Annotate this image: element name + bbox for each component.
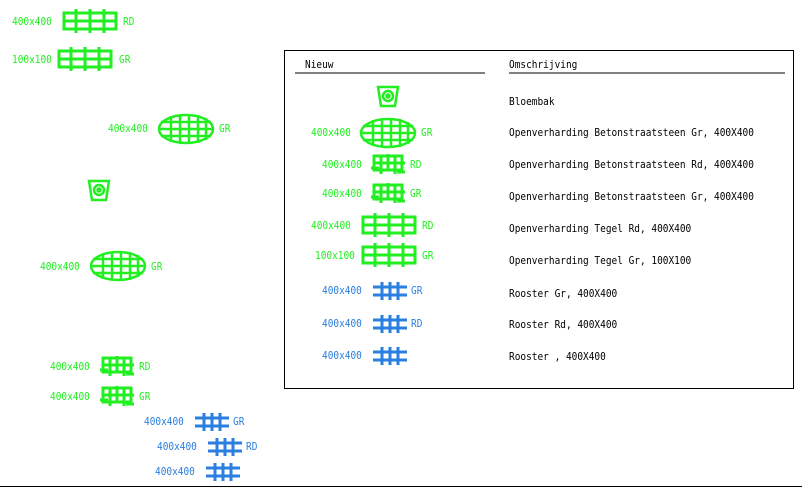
legend-table <box>284 50 794 389</box>
legend-header-description: Omschrijving <box>509 58 578 71</box>
code-label: RD <box>246 440 258 453</box>
legend-description: Openverharding Tegel Gr, 100X100 <box>509 254 692 267</box>
code-label: RD <box>422 219 434 232</box>
betonstraatsteen-rd-icon <box>371 183 405 203</box>
rooster-icon <box>373 347 407 365</box>
legend-description: Rooster Gr, 400X400 <box>509 287 618 300</box>
betonstraatsteen-gr-icon <box>157 113 215 145</box>
size-label: 400x400 <box>322 349 362 362</box>
legend-description: Openverharding Betonstraatsteen Gr, 400X… <box>509 190 754 203</box>
size-label: 400x400 <box>157 440 197 453</box>
legend-description: Openverharding Tegel Rd, 400X400 <box>509 222 692 235</box>
code-label: GR <box>219 122 231 135</box>
code-label: GR <box>410 187 422 200</box>
code-label: RD <box>410 158 422 171</box>
code-label: GR <box>119 53 131 66</box>
size-label: 400x400 <box>322 158 362 171</box>
tegel-icon <box>361 213 417 237</box>
legend-description: Bloembak <box>509 95 555 108</box>
legend-description: Openverharding Betonstraatsteen Gr, 400X… <box>509 126 754 139</box>
size-label: 400x400 <box>108 122 148 135</box>
size-label: 100x100 <box>12 53 52 66</box>
size-label: 400x400 <box>322 317 362 330</box>
legend-description: Rooster Rd, 400X400 <box>509 318 618 331</box>
legend-description: Openverharding Betonstraatsteen Rd, 400X… <box>509 158 754 171</box>
bloembak-icon <box>87 179 111 202</box>
betonstraatsteen-rd-icon <box>100 356 134 376</box>
code-label: RD <box>139 360 151 373</box>
size-label: 400x400 <box>12 15 52 28</box>
size-label: 400x400 <box>311 219 351 232</box>
size-label: 400x400 <box>50 390 90 403</box>
betonstraatsteen-rd-icon <box>100 386 134 406</box>
legend-header-divider <box>295 72 785 74</box>
rooster-icon <box>195 413 229 431</box>
code-label: RD <box>123 15 135 28</box>
size-label: 400x400 <box>50 360 90 373</box>
sheet-bottom-line <box>0 486 802 487</box>
rooster-icon <box>206 463 240 481</box>
code-label: GR <box>422 249 434 262</box>
legend-header-new: Nieuw <box>305 58 334 71</box>
size-label: 400x400 <box>155 465 195 478</box>
rooster-icon <box>208 438 242 456</box>
tegel-icon <box>62 9 118 33</box>
bloembak-icon <box>376 85 400 108</box>
code-label: GR <box>421 126 433 139</box>
code-label: GR <box>151 260 163 273</box>
tegel-icon <box>361 243 417 267</box>
size-label: 400x400 <box>40 260 80 273</box>
tegel-icon <box>57 47 113 71</box>
rooster-icon <box>373 315 407 333</box>
rooster-icon <box>373 282 407 300</box>
betonstraatsteen-rd-icon <box>371 154 405 174</box>
betonstraatsteen-gr-icon <box>359 117 417 149</box>
code-label: GR <box>139 390 151 403</box>
size-label: 400x400 <box>144 415 184 428</box>
betonstraatsteen-gr-icon <box>89 250 147 282</box>
size-label: 400x400 <box>311 126 351 139</box>
size-label: 100x100 <box>315 249 355 262</box>
code-label: GR <box>233 415 245 428</box>
size-label: 400x400 <box>322 187 362 200</box>
code-label: RD <box>411 317 423 330</box>
code-label: GR <box>411 284 423 297</box>
legend-description: Rooster , 400X400 <box>509 350 606 363</box>
size-label: 400x400 <box>322 284 362 297</box>
